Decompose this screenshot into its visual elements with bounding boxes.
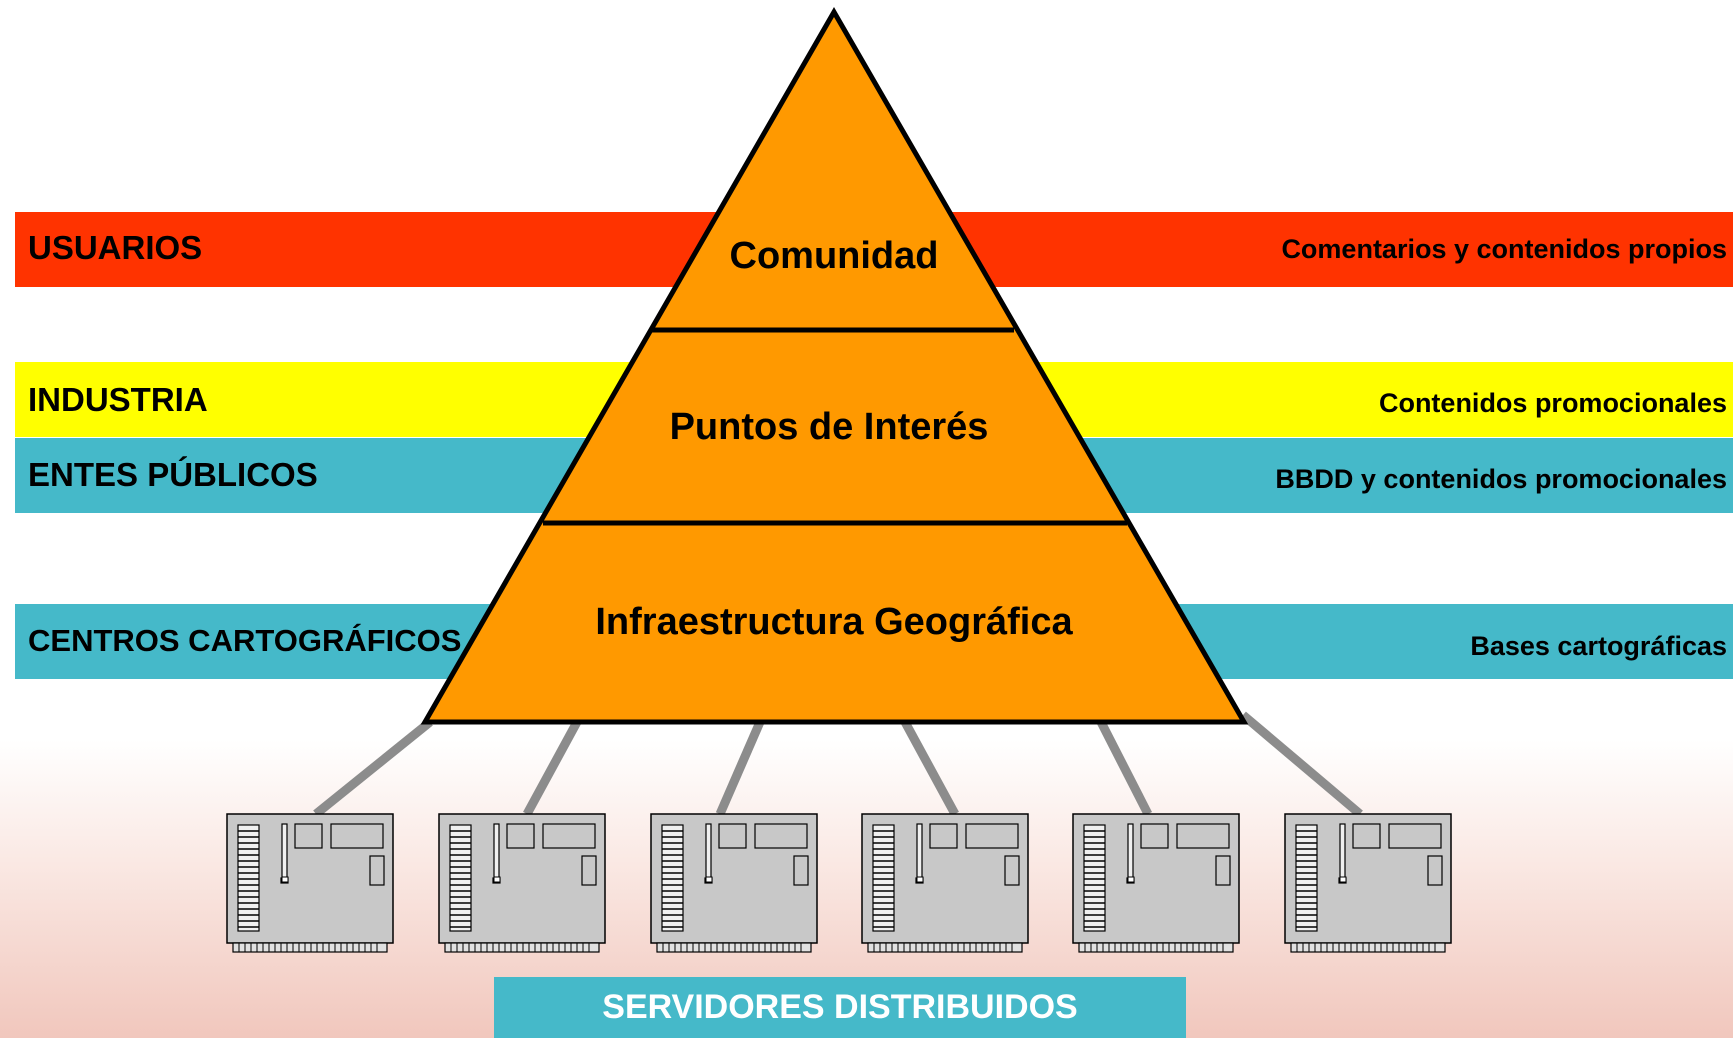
label-usuarios: USUARIOS bbox=[28, 229, 203, 266]
server-icon bbox=[1284, 813, 1452, 953]
connector-line bbox=[523, 719, 581, 817]
server-row bbox=[226, 813, 1452, 953]
pyramid-shape bbox=[420, 6, 1249, 725]
desc-entes-publicos: BBDD y contenidos promocionales bbox=[1275, 464, 1727, 494]
label-centros-cartograficos: CENTROS CARTOGRÁFICOS bbox=[28, 623, 462, 658]
server-icon bbox=[1072, 813, 1240, 953]
label-industria: INDUSTRIA bbox=[28, 381, 208, 418]
servers-label: SERVIDORES DISTRIBUIDOS bbox=[494, 977, 1186, 1038]
connector-line bbox=[715, 720, 765, 816]
connector-line bbox=[313, 718, 433, 818]
connector-lines bbox=[313, 711, 1363, 818]
tier-label-infraestructura: Infraestructura Geográfica bbox=[595, 601, 1073, 643]
server-icon bbox=[438, 813, 606, 953]
servers-label-text: SERVIDORES DISTRIBUIDOS bbox=[602, 988, 1078, 1026]
tier-label-comunidad: Comunidad bbox=[729, 235, 939, 277]
connector-line bbox=[1240, 711, 1363, 818]
server-icon bbox=[226, 813, 394, 953]
desc-usuarios: Comentarios y contenidos propios bbox=[1281, 234, 1727, 264]
desc-industria: Contenidos promocionales bbox=[1378, 388, 1727, 418]
server-icon bbox=[861, 813, 1029, 953]
tier-label-puntos-interes: Puntos de Interés bbox=[669, 406, 989, 448]
desc-centros-cartograficos: Bases cartográficas bbox=[1470, 631, 1727, 661]
connector-line bbox=[1096, 719, 1153, 817]
label-entes-publicos: ENTES PÚBLICOS bbox=[28, 456, 318, 493]
server-icon bbox=[650, 813, 818, 953]
connector-line bbox=[901, 719, 959, 817]
